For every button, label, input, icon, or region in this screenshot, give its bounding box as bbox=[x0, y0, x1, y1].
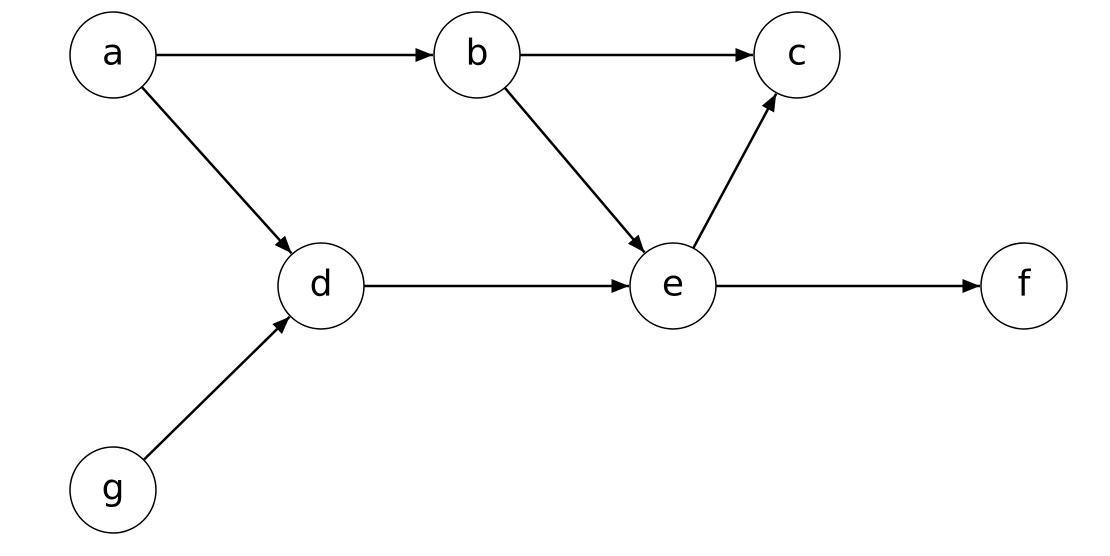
node-d-circle bbox=[277, 242, 365, 330]
node-a: a bbox=[69, 11, 157, 99]
node-b: b bbox=[433, 11, 521, 99]
node-d-label: d bbox=[310, 264, 333, 305]
node-g-circle bbox=[69, 446, 157, 534]
node-e: e bbox=[629, 242, 717, 330]
edges-layer bbox=[140, 48, 980, 461]
node-f-label: f bbox=[1018, 264, 1032, 305]
node-f: f bbox=[980, 242, 1068, 330]
node-c-label: c bbox=[787, 33, 807, 74]
node-e-label: e bbox=[662, 264, 684, 305]
node-g-label: g bbox=[102, 468, 125, 509]
node-c-circle bbox=[753, 11, 841, 99]
edge-g-d bbox=[142, 315, 291, 461]
node-b-circle bbox=[433, 11, 521, 99]
node-a-circle bbox=[69, 11, 157, 99]
edge-b-e bbox=[503, 86, 646, 254]
node-g: g bbox=[69, 446, 157, 534]
nodes-layer: a b c d e f g bbox=[69, 11, 1068, 534]
node-c: c bbox=[753, 11, 841, 99]
node-a-label: a bbox=[102, 33, 124, 74]
node-f-circle bbox=[980, 242, 1068, 330]
node-d: d bbox=[277, 242, 365, 330]
node-e-circle bbox=[629, 242, 717, 330]
node-b-label: b bbox=[466, 33, 489, 74]
edge-e-c bbox=[692, 93, 778, 249]
edge-a-d bbox=[140, 86, 293, 255]
